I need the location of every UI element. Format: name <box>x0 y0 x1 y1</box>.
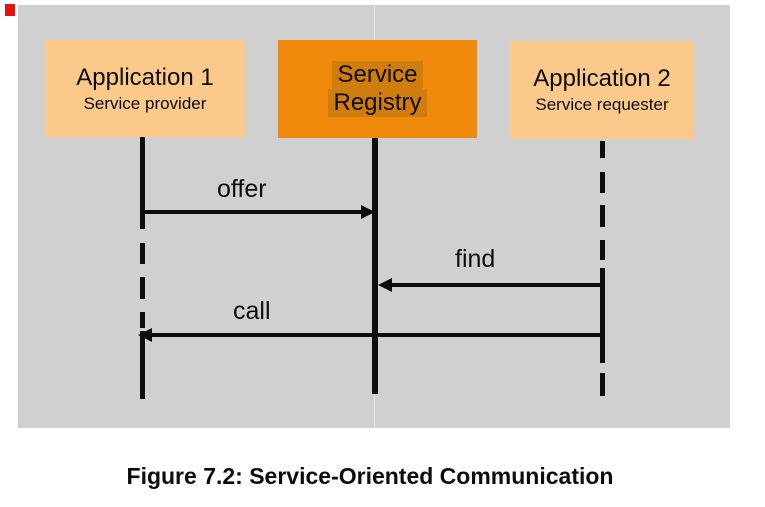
lifeline-app1-dash <box>140 312 145 328</box>
find-arrow-line <box>391 283 602 287</box>
lifeline-app2-dash <box>600 141 605 158</box>
figure-caption: Figure 7.2: Service-Oriented Communicati… <box>126 463 614 489</box>
page-corner-marker <box>5 4 15 16</box>
lifeline-app1-solid-segment <box>140 137 145 229</box>
participant-subtitle: Service provider <box>83 93 207 113</box>
registry-title-line2: Registry <box>328 89 427 117</box>
participant-box-service-registry: Service Registry <box>278 40 477 138</box>
participant-box-application-1: Application 1 Service provider <box>45 40 245 137</box>
participant-title: Application 1 <box>76 63 214 91</box>
call-arrowhead-left-icon <box>138 328 152 342</box>
participant-subtitle: Service requester <box>535 95 669 114</box>
lifeline-app1-dash <box>140 243 145 264</box>
lifeline-app1-dash <box>140 277 145 299</box>
participant-box-application-2: Application 2 Service requester <box>510 41 694 139</box>
lifeline-app2-dash <box>600 373 605 396</box>
find-arrowhead-left-icon <box>378 278 392 292</box>
offer-arrow-line <box>143 210 362 214</box>
lifeline-app2-dash <box>600 205 605 227</box>
diagram-canvas: Application 1 Service provider Service R… <box>18 5 730 428</box>
message-label-find: find <box>455 245 496 273</box>
message-label-offer: offer <box>217 175 267 203</box>
lifeline-app1-solid-segment <box>140 331 145 399</box>
participant-title: Application 2 <box>533 65 671 92</box>
registry-title-line1: Service <box>332 61 423 89</box>
lifeline-app2-dash <box>600 240 605 260</box>
lifeline-app2-solid-segment <box>600 268 605 363</box>
lifeline-app2-dash <box>600 172 605 193</box>
offer-arrowhead-right-icon <box>361 205 375 219</box>
lifeline-registry-solid-segment <box>372 138 378 394</box>
call-arrow-line <box>151 333 602 337</box>
message-label-call: call <box>233 297 271 325</box>
